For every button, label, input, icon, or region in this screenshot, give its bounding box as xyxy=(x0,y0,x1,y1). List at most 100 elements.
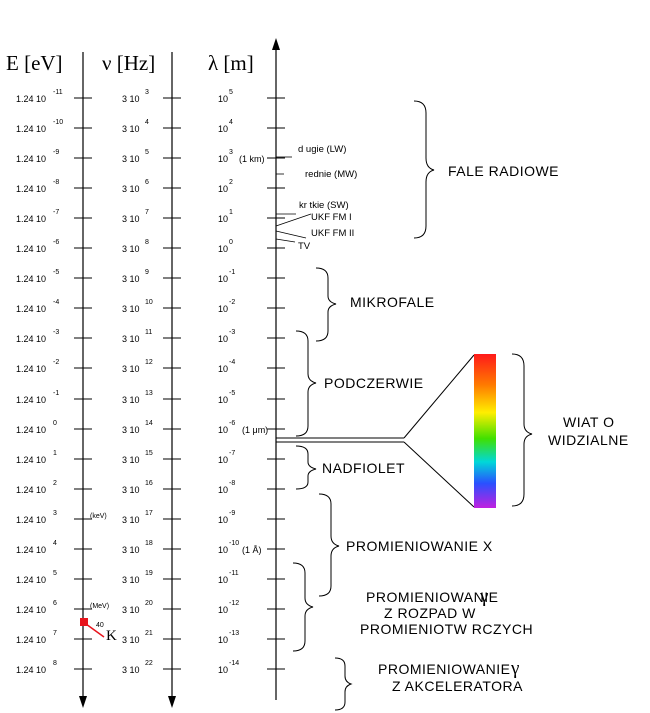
visible-fan-upper xyxy=(403,354,475,439)
region-xray: PROMIENIOWANIE X xyxy=(346,538,493,554)
frequency-value: 3 10 xyxy=(122,364,140,374)
frequency-exponent: 22 xyxy=(145,660,153,667)
wavelength-exponent: -11 xyxy=(229,570,239,577)
energy-exponent: 6 xyxy=(53,600,57,607)
energy-exponent: -9 xyxy=(53,149,59,156)
wavelength-exponent: 3 xyxy=(229,149,233,156)
energy-value: 1.24 10 xyxy=(16,274,46,284)
frequency-value: 3 10 xyxy=(122,274,140,284)
wavelength-exponent: 0 xyxy=(229,239,233,246)
microwave-brace xyxy=(315,267,337,342)
frequency-exponent: 16 xyxy=(145,480,153,487)
region-gamma-acc-line2: Z AKCELERATORA xyxy=(392,678,523,694)
wavelength-value: 10 xyxy=(218,274,228,284)
energy-value: 1.24 10 xyxy=(16,545,46,555)
energy-exponent: -7 xyxy=(53,209,59,216)
energy-exponent: -11 xyxy=(53,89,63,96)
frequency-exponent: 18 xyxy=(145,540,153,547)
frequency-exponent: 21 xyxy=(145,630,153,637)
frequency-exponent: 15 xyxy=(145,450,153,457)
radio-bands: d ugie (LW) rednie (MW) kr tkie (SW) UKF… xyxy=(275,144,357,252)
k40-pointer xyxy=(85,623,105,638)
energy-value: 1.24 10 xyxy=(16,364,46,374)
energy-unit-note: (keV) xyxy=(90,513,107,520)
frequency-exponent: 11 xyxy=(145,329,152,336)
wavelength-exponent: -12 xyxy=(229,600,239,607)
energy-exponent: -1 xyxy=(53,390,59,397)
frequency-exponent: 10 xyxy=(145,299,153,306)
frequency-exponent: 12 xyxy=(145,359,153,366)
wavelength-exponent: 1 xyxy=(229,209,233,216)
wavelength-exponent: -4 xyxy=(229,359,235,366)
wavelength-exponent: -6 xyxy=(229,420,235,427)
wavelength-value: 10 xyxy=(218,455,228,465)
wavelength-exponent: -14 xyxy=(229,660,239,667)
wavelength-exponent: -2 xyxy=(229,299,235,306)
frequency-exponent: 7 xyxy=(145,209,149,216)
visible-spectrum-bar xyxy=(474,354,496,508)
energy-value: 1.24 10 xyxy=(16,214,46,224)
wavelength-exponent: 4 xyxy=(229,119,233,126)
frequency-exponent: 8 xyxy=(145,239,149,246)
energy-value: 1.24 10 xyxy=(16,455,46,465)
frequency-value: 3 10 xyxy=(122,184,140,194)
frequency-value: 3 10 xyxy=(122,244,140,254)
wavelength-exponent: -10 xyxy=(229,540,239,547)
band-label-mw: rednie (MW) xyxy=(305,169,357,180)
energy-exponent: 8 xyxy=(53,660,57,667)
frequency-value: 3 10 xyxy=(122,304,140,314)
energy-value: 1.24 10 xyxy=(16,244,46,254)
energy-exponent: 0 xyxy=(53,420,57,427)
frequency-exponent: 20 xyxy=(145,600,153,607)
wavelength-exponent: -7 xyxy=(229,450,235,457)
wavelength-unit-note: (1 km) xyxy=(239,154,265,164)
band-tick-tv xyxy=(275,238,296,243)
wavelength-value: 10 xyxy=(218,154,228,164)
region-microwave: MIKROFALE xyxy=(350,294,435,310)
energy-exponent: -5 xyxy=(53,269,59,276)
wavelength-exponent: -1 xyxy=(229,269,235,276)
wavelength-unit-note: (1 μm) xyxy=(242,425,268,435)
gamma-acc-brace xyxy=(334,657,353,711)
wavelength-value: 10 xyxy=(218,244,228,254)
wavelength-exponent: -3 xyxy=(229,329,235,336)
energy-exponent: 2 xyxy=(53,480,57,487)
frequency-value: 3 10 xyxy=(122,605,140,615)
energy-value: 1.24 10 xyxy=(16,605,46,615)
wavelength-value: 10 xyxy=(218,425,228,435)
frequency-exponent: 13 xyxy=(145,390,153,397)
frequency-exponent: 6 xyxy=(145,179,149,186)
energy-exponent: -8 xyxy=(53,179,59,186)
band-tick-fm2 xyxy=(275,230,307,239)
region-visible-line1: WIAT O xyxy=(563,414,614,430)
wavelength-unit-note: (1 Å) xyxy=(242,545,262,555)
energy-value: 1.24 10 xyxy=(16,334,46,344)
energy-value: 1.24 10 xyxy=(16,184,46,194)
wavelength-value: 10 xyxy=(218,124,228,134)
wavelength-exponent: 2 xyxy=(229,179,233,186)
energy-value: 1.24 10 xyxy=(16,94,46,104)
region-gamma-decay-line2: Z ROZPAD W xyxy=(384,605,476,621)
frequency-exponent: 17 xyxy=(145,510,153,517)
energy-exponent: 7 xyxy=(53,630,57,637)
frequency-value: 3 10 xyxy=(122,635,140,645)
frequency-value: 3 10 xyxy=(122,395,140,405)
wavelength-exponent: -9 xyxy=(229,510,235,517)
band-label-lw: d ugie (LW) xyxy=(298,144,346,155)
